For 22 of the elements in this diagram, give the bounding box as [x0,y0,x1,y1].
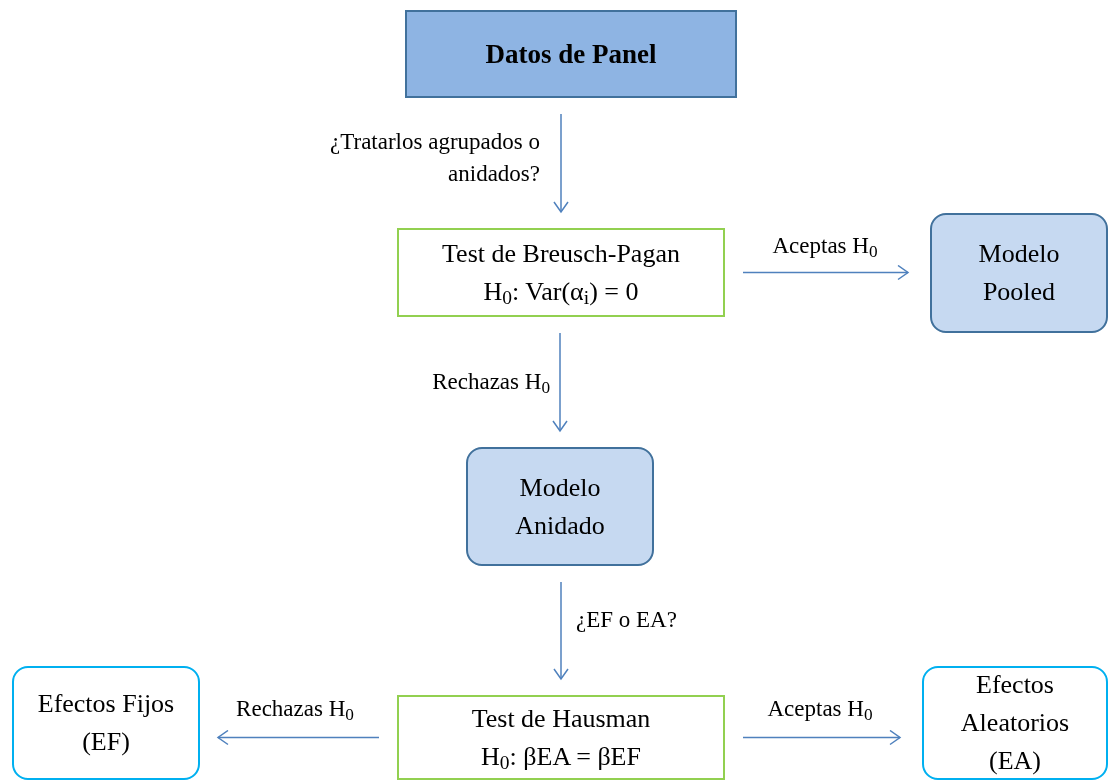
node-text: Modelo Anidado [514,471,606,542]
model-box [930,213,1108,333]
node-text: Test de Hausman [471,702,651,735]
node-text: H$_{0}$: βEA = βEF [481,740,641,776]
arrow [552,332,568,432]
test-box [397,695,725,780]
arrow [553,113,569,213]
result-box [12,666,200,780]
arrow [217,729,380,746]
arrow [742,729,901,746]
node-text: Efectos Fijos (EF) [36,688,176,758]
model-box [466,447,654,566]
arrow [553,581,569,680]
arrow [742,264,909,281]
node-text: Datos de Panel [485,38,657,71]
node-text: Modelo Pooled [977,238,1061,308]
node-text: Test de Breusch-Pagan [442,237,680,270]
test-box [397,228,725,317]
result-box [922,666,1108,780]
node-text: Efectos Aleatorios (EA) [959,669,1071,777]
node-text: H$_{0}$: Var(α$_{i}$) = 0 [483,275,639,311]
title-box [405,10,737,98]
